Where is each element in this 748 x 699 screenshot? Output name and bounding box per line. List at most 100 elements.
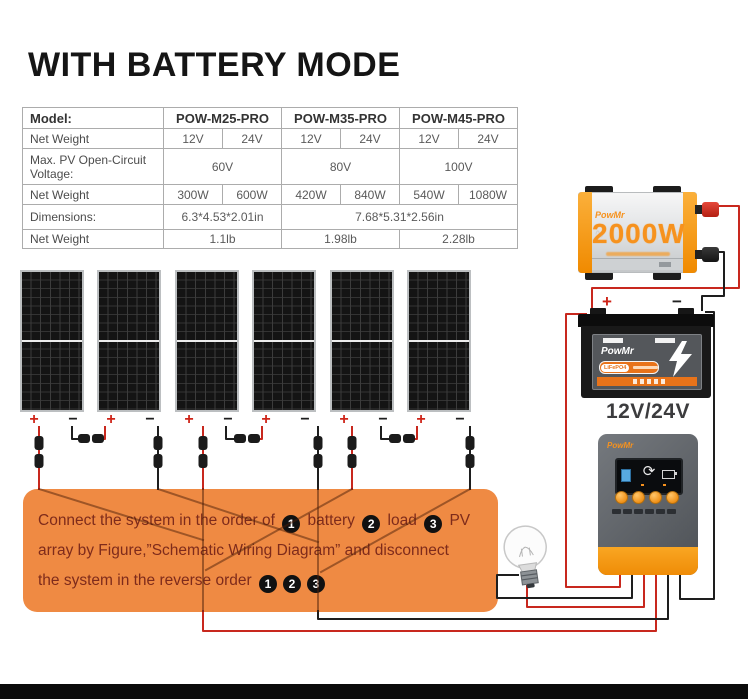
solar-panel: [175, 270, 239, 412]
battery: + − PowMr LiFePO4 12V/24V: [578, 292, 718, 423]
step-number-badge: 2: [362, 515, 381, 533]
inverter-foot: [653, 272, 681, 280]
panel-plus-sign: +: [261, 411, 271, 428]
controller-button: [615, 491, 628, 504]
spec-cell: 80V: [281, 148, 400, 185]
panel-plus-sign: +: [339, 411, 349, 428]
spec-cell: 12V: [163, 128, 223, 149]
panel-minus-sign: −: [68, 411, 78, 428]
spec-cell: 600W: [222, 184, 282, 205]
charge-controller: PowMr ⟳: [598, 434, 698, 575]
letterbox-bar: [0, 684, 748, 699]
label-slot: [655, 338, 675, 343]
step-number-badge: 1: [258, 575, 277, 593]
panel-plus-sign: +: [106, 411, 116, 428]
spec-cell: POW-M45-PRO: [399, 107, 518, 129]
battery-status-icon: [662, 470, 677, 479]
spec-cell: 24V: [458, 128, 518, 149]
panel-plus-sign: +: [29, 411, 39, 428]
mc4-connectors: [34, 434, 475, 468]
controller-button: [666, 491, 679, 504]
step-number-badge: 1: [282, 515, 301, 533]
spec-cell: 24V: [222, 128, 282, 149]
spec-cell: 840W: [340, 184, 400, 205]
controller-button: [632, 491, 645, 504]
inverter-body: PowMr ∿ ∿ 2000W: [578, 192, 697, 273]
spec-cell: 24V: [340, 128, 400, 149]
inverter-foot: [585, 186, 613, 194]
panel-minus-sign: −: [145, 411, 155, 428]
solar-panel: [97, 270, 161, 412]
step-number-badge: 3: [306, 575, 325, 593]
controller-button: [649, 491, 662, 504]
spec-row-label: Model:: [22, 107, 164, 129]
step-number-badge: 2: [282, 575, 301, 593]
spec-cell: 540W: [399, 184, 459, 205]
page-title: WITH BATTERY MODE: [28, 46, 401, 84]
panel-minus-sign: −: [300, 411, 310, 428]
light-bulb-icon: [503, 525, 547, 589]
display-indicator: [663, 484, 666, 486]
solar-panel: [252, 270, 316, 412]
spec-row-label: Max. PV Open-Circuit Voltage:: [22, 148, 164, 185]
panel-minus-sign: −: [223, 411, 233, 428]
inverter-power-rating: 2000W: [592, 218, 686, 249]
spec-cell: 60V: [163, 148, 282, 185]
spec-cell: 100V: [399, 148, 518, 185]
spec-cell: 1080W: [458, 184, 518, 205]
controller-display: ⟳: [615, 458, 683, 495]
spec-cell: 6.3*4.53*2.01in: [163, 204, 282, 230]
spec-cell: 7.68*5.31*2.56in: [281, 204, 518, 230]
label-slot: [603, 338, 623, 343]
battery-label: PowMr LiFePO4: [592, 334, 702, 390]
battery-warning-strip: [597, 377, 697, 386]
spec-cell: 420W: [281, 184, 341, 205]
inverter: PowMr ∿ ∿ 2000W: [575, 183, 725, 283]
charge-cycle-icon: ⟳: [642, 463, 656, 480]
badge-detail: [633, 366, 658, 369]
spec-cell: POW-M25-PRO: [163, 107, 282, 129]
spec-cell: POW-M35-PRO: [281, 107, 400, 129]
battery-body: PowMr LiFePO4: [581, 326, 711, 398]
solar-panel: [407, 270, 471, 412]
battery-chemistry-badge: LiFePO4: [599, 361, 659, 374]
solar-panel: [330, 270, 394, 412]
instruction-box: Connect the system in the order of 1 bat…: [23, 489, 498, 612]
spec-row-label: Net Weight: [22, 229, 164, 249]
step-number-badge: 3: [424, 515, 443, 533]
inverter-negative-terminal: [702, 247, 719, 262]
spec-cell: 1.1lb: [163, 229, 282, 249]
inverter-foot: [653, 186, 681, 194]
battery-brand: PowMr: [601, 346, 634, 357]
pv-panel-icon: [621, 469, 631, 482]
panel-plus-sign: +: [184, 411, 194, 428]
spec-cell: 1.98lb: [281, 229, 400, 249]
battery-voltage-label: 12V/24V: [605, 400, 691, 423]
chemistry-text: LiFePO4: [601, 363, 630, 372]
spec-row-label: Dimensions:: [22, 204, 164, 230]
inverter-tagline: [606, 252, 670, 256]
solar-panel: [20, 270, 84, 412]
spec-row-label: Net Weight: [22, 184, 164, 205]
button-label-row: [612, 509, 676, 514]
display-indicator: [641, 484, 644, 486]
lightning-bolt-icon: [669, 341, 692, 377]
controller-brand: PowMr: [607, 441, 634, 450]
panel-plus-sign: +: [416, 411, 426, 428]
spec-cell: 300W: [163, 184, 223, 205]
spec-row-label: Net Weight: [22, 128, 164, 149]
spec-cell: 2.28lb: [399, 229, 518, 249]
panel-minus-sign: −: [378, 411, 388, 428]
inverter-port: [659, 262, 671, 267]
controller-orange-panel: [598, 547, 698, 575]
spec-cell: 12V: [281, 128, 341, 149]
instruction-text: Connect the system in the order of 1 bat…: [38, 512, 471, 593]
